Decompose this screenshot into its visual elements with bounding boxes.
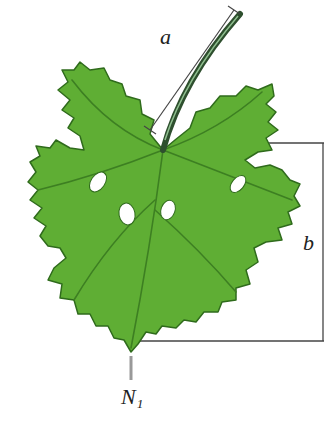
dimension-label: b [303,232,314,254]
petiole-highlight [165,16,238,140]
dimension-label: a [160,26,171,48]
leaf-blade [28,62,300,352]
leaf-veins [38,80,292,348]
leaf-holes [86,169,249,226]
pointer-line [130,356,133,380]
petiole [163,14,240,150]
dimension-line [144,6,240,134]
dimension-label: N₁ [121,386,143,408]
